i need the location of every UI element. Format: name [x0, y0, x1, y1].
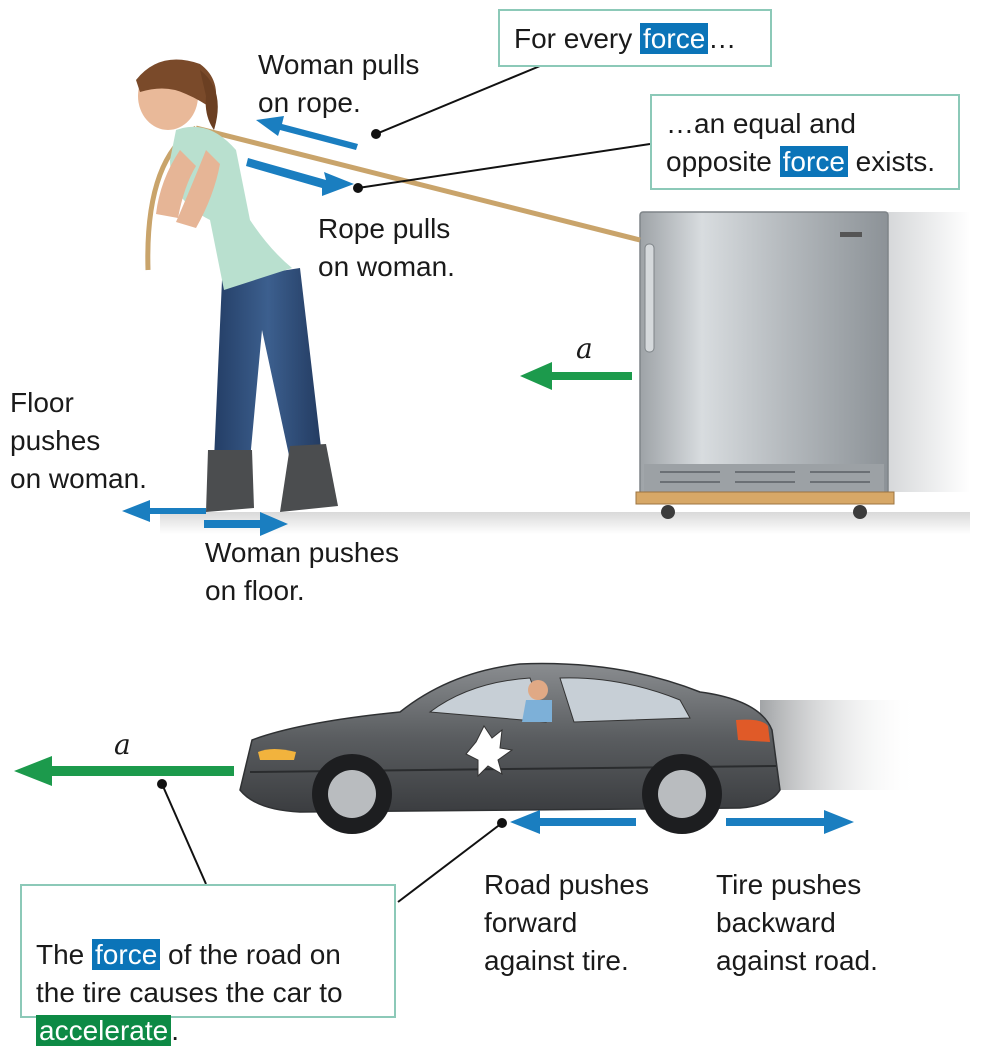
floor [160, 512, 970, 534]
arrow-road-pushes-tire [510, 810, 636, 834]
car-acceleration-symbol: a [114, 728, 131, 761]
label-floor-pushes-woman: Floor pushes on woman. [10, 387, 147, 494]
callout-equal-line1: …an equal and [666, 108, 856, 139]
label-road-pushes-tire: Road pushes forward against tire. [484, 869, 650, 976]
callout-road-force: The force of the road on the tire causes… [20, 884, 396, 1046]
leader-road-force [397, 822, 503, 903]
leader-dot-rope-pulls [353, 183, 363, 193]
arrow-tire-pushes-road [726, 810, 854, 834]
label-rope-pulls-woman: Rope pulls on woman. [318, 213, 455, 282]
label-tire-pushes-road: Tire pushes backward against road. [716, 869, 878, 976]
callout-equal-opposite: …an equal and opposite force exists. [650, 94, 960, 190]
label-woman-pulls-rope: Woman pulls on rope. [258, 49, 420, 118]
rope [195, 125, 641, 243]
fridge-acceleration-symbol: a [576, 332, 593, 365]
car [239, 662, 920, 834]
highlight-accelerate-term: accelerate [36, 1015, 172, 1046]
label-woman-pushes-floor: Woman pushes on floor. [205, 537, 400, 606]
arrow-car-acceleration [14, 756, 234, 786]
arrow-fridge-acceleration [520, 362, 632, 390]
leader-woman-pulls [375, 65, 541, 135]
callout-every-suffix: … [708, 23, 737, 54]
leader-rope-pulls [357, 143, 651, 189]
diagram-scene [14, 59, 970, 903]
woman-figure [136, 59, 338, 512]
leader-acceleration [161, 783, 207, 885]
callout-equal-suffix: exists. [855, 146, 936, 177]
leader-dot-road-force [497, 818, 507, 828]
highlight-force-term: force [779, 146, 848, 177]
callout-road-prefix: The [36, 939, 93, 970]
callout-every-prefix: For every [514, 23, 641, 54]
highlight-force-term: force [92, 939, 161, 970]
callout-road-middle: of the road on the tire causes the car t… [36, 939, 343, 1008]
arrow-floor-pushes-woman [122, 500, 206, 522]
callout-road-suffix: . [171, 1015, 179, 1046]
callout-every-force: For every force… [498, 9, 772, 67]
arrow-woman-pushes-floor [204, 512, 288, 536]
leader-dot-woman-pulls [371, 129, 381, 139]
refrigerator [635, 211, 970, 519]
callout-equal-prefix: opposite [666, 146, 780, 177]
highlight-force-term: force [640, 23, 709, 54]
arrow-rope-pulls-woman [246, 158, 354, 196]
arrow-woman-pulls-rope [256, 116, 358, 150]
leader-dot-acceleration [157, 779, 167, 789]
